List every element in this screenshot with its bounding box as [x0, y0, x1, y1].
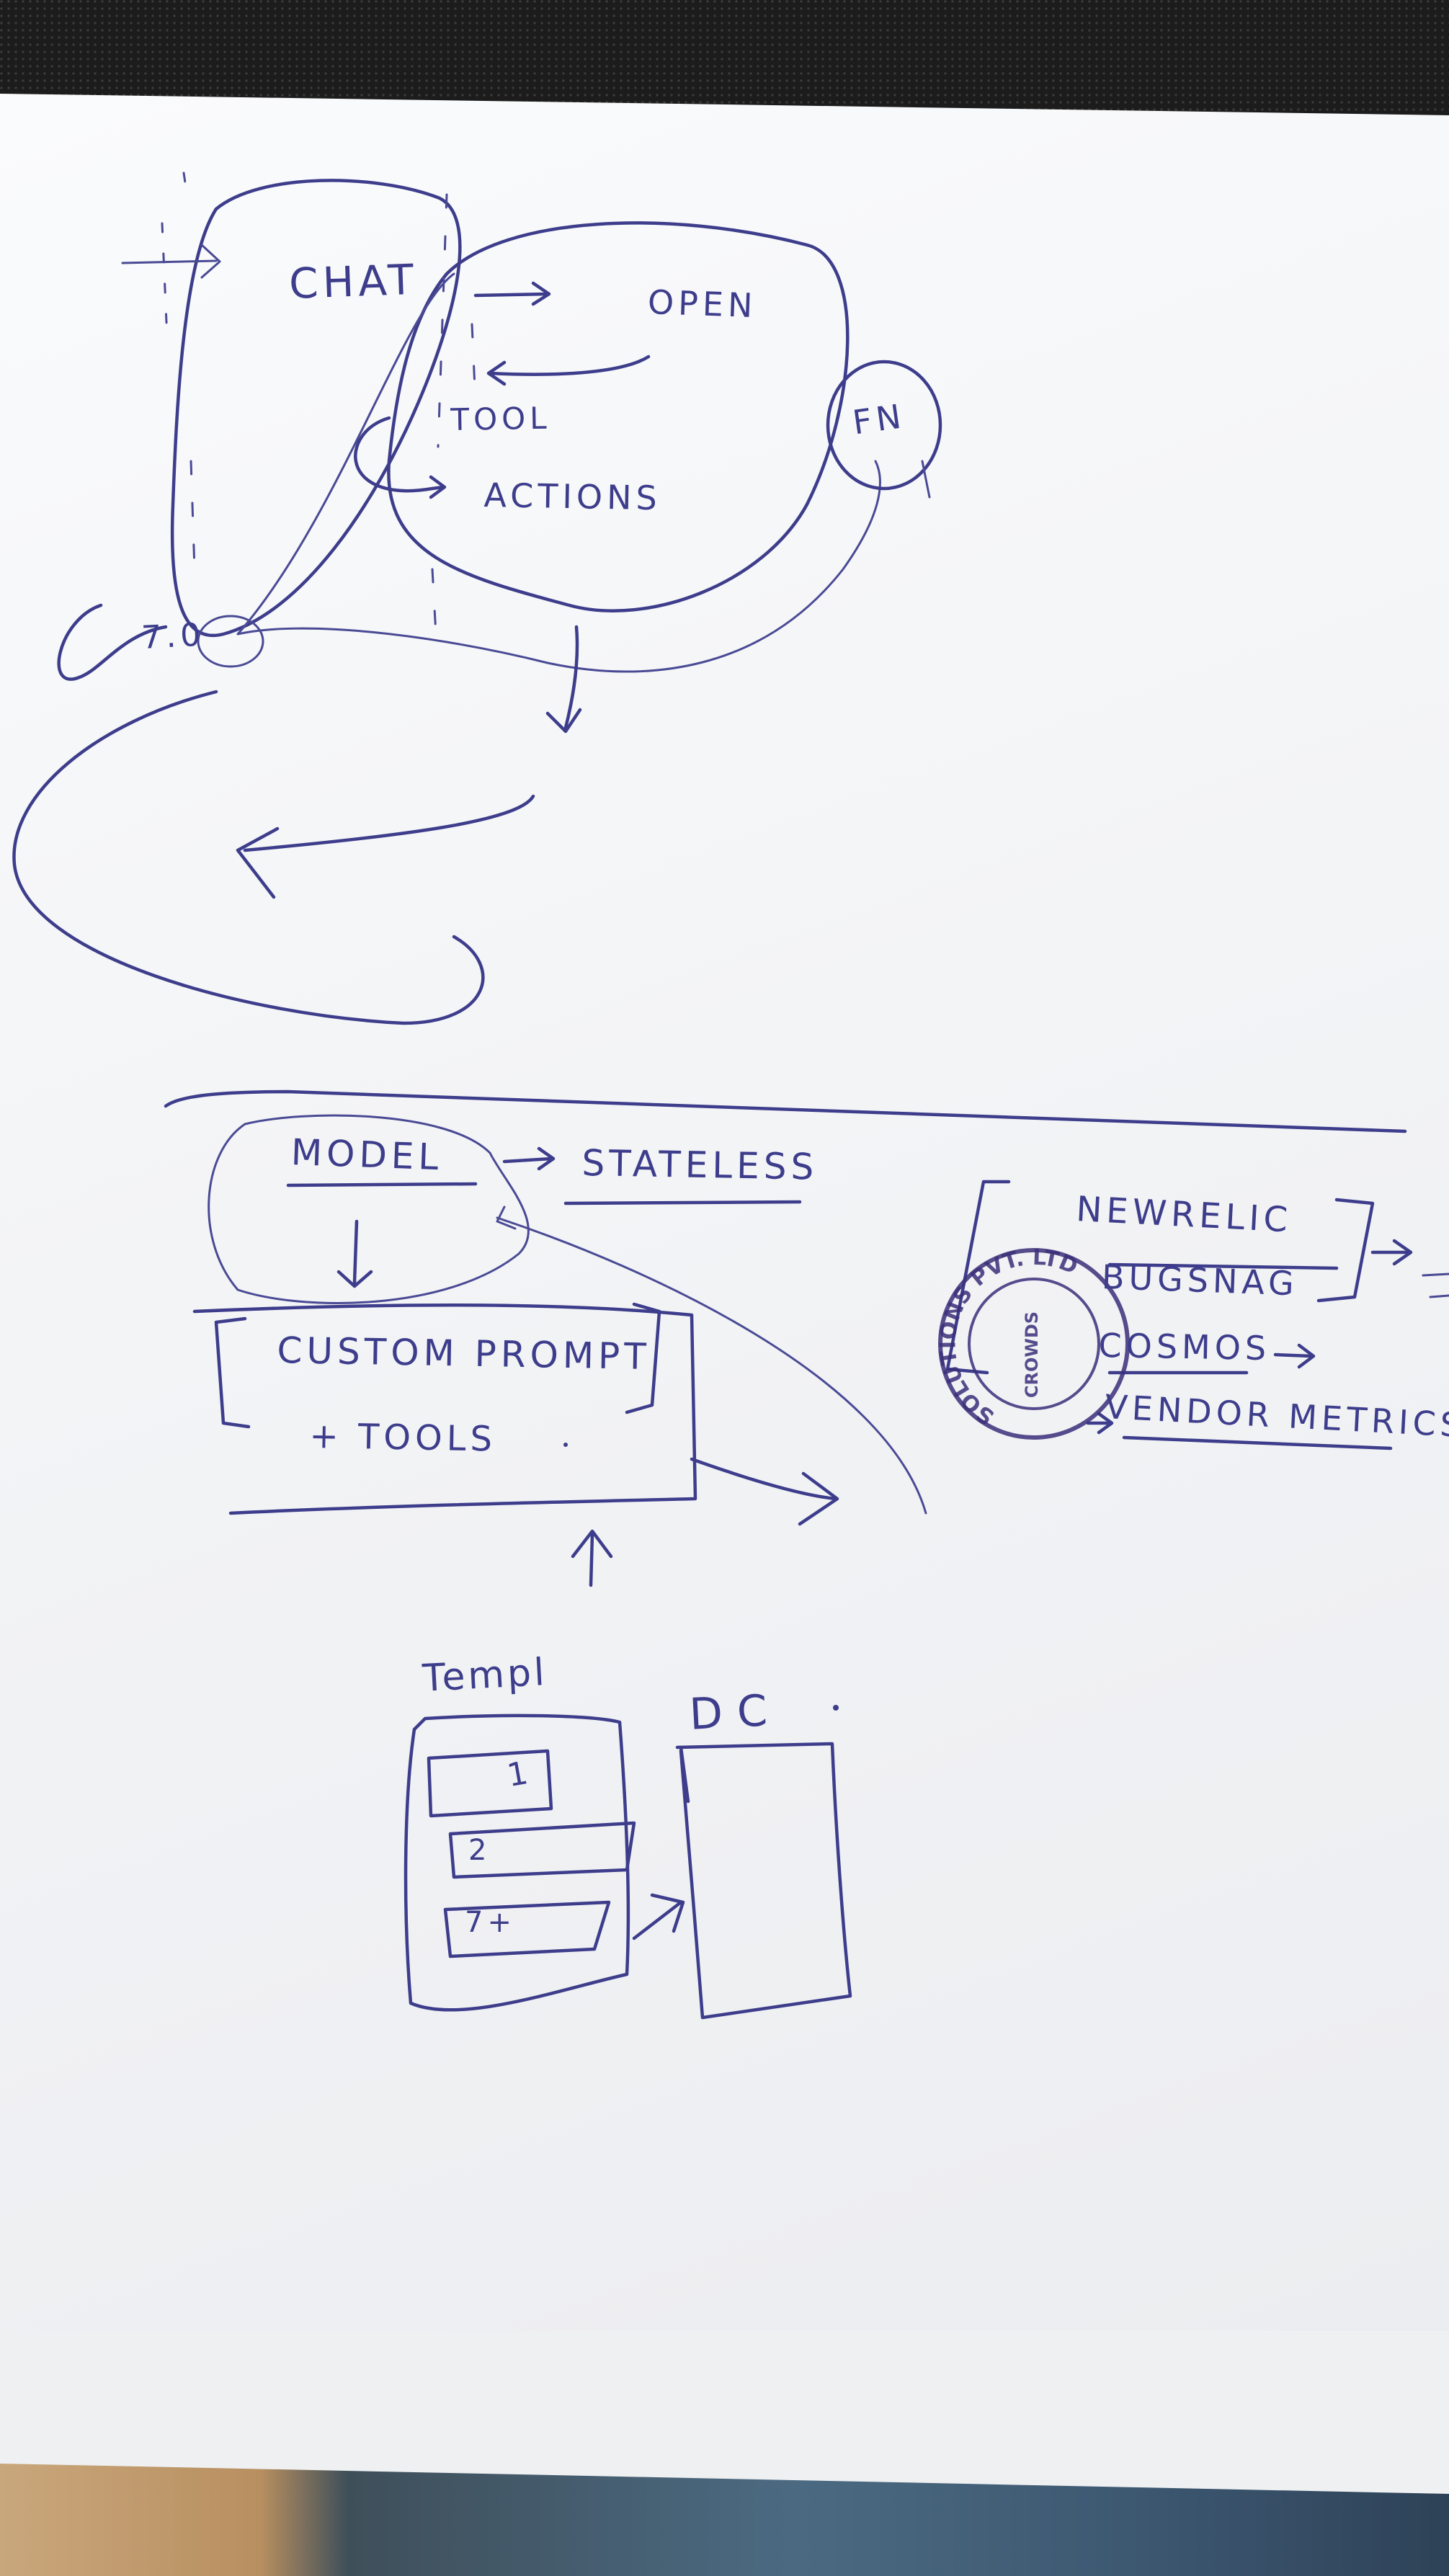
outer-loop	[236, 272, 881, 673]
template-row-2	[448, 1821, 636, 1879]
up-arrow	[589, 1533, 594, 1587]
dc-box	[675, 1742, 852, 2020]
cosmos-arrow	[1273, 1352, 1314, 1358]
loop-hook	[57, 603, 168, 681]
custom-prompt-box	[192, 1303, 697, 1515]
template-row-3-label: 7+	[465, 1906, 516, 1939]
box-right-arrow	[690, 1457, 838, 1501]
template-row-2-label: 2	[468, 1834, 491, 1867]
template-row-3	[443, 1900, 611, 1958]
list-bracket-right	[1316, 1198, 1375, 1303]
section-divider	[164, 1089, 1407, 1133]
open-to-tool-arrow	[488, 355, 651, 376]
fn-circle	[826, 360, 942, 491]
model-down-arrow	[352, 1219, 359, 1285]
open-blob	[387, 221, 850, 612]
big-swoop	[12, 690, 485, 1025]
stateless-swoop	[496, 1216, 927, 1515]
paper-sheet	[0, 94, 1449, 2331]
tool-to-actions-arrow	[354, 416, 445, 493]
stateless-underline	[563, 1200, 802, 1205]
model-to-stateless-arrow	[502, 1156, 553, 1164]
dashed-entry	[161, 222, 169, 340]
template-to-dc-arrow	[632, 1900, 683, 1940]
model-bubble	[208, 1114, 530, 1304]
template-row-1	[427, 1749, 553, 1818]
template-box	[404, 1713, 630, 2012]
chat-blob	[170, 179, 462, 637]
list-bracket-left	[945, 1180, 1011, 1375]
input-arrow	[121, 259, 218, 264]
svg-text:SOLUTIONS PVT. LTD: SOLUTIONS PVT. LTD	[935, 1245, 1082, 1430]
chat-to-open-arrow	[473, 292, 550, 298]
actions-down-arrow	[563, 625, 579, 730]
return-arrow	[243, 794, 535, 852]
company-stamp	[938, 1248, 1130, 1440]
model-underline	[286, 1182, 478, 1187]
svg-text:CROWDS: CROWDS	[1022, 1311, 1042, 1398]
